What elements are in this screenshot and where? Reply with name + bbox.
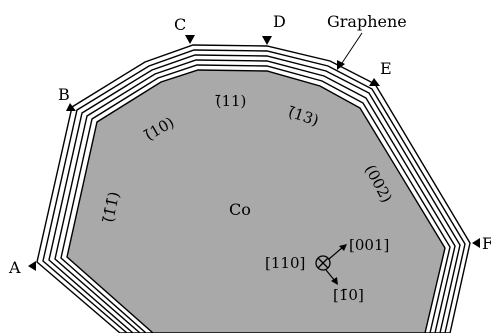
- direction-up-head-icon: [339, 244, 347, 251]
- label-e: E: [380, 59, 392, 78]
- into-page-icon: [315, 255, 331, 271]
- marker-c-icon: [185, 35, 195, 44]
- marker-f-icon: [472, 238, 480, 248]
- label-c: C: [174, 15, 186, 34]
- marker-e-icon: [369, 78, 380, 86]
- label-a: A: [8, 258, 21, 277]
- marker-d-icon: [262, 36, 272, 45]
- graphene-pointer-head-icon: [337, 60, 345, 70]
- graphene-pointer: [339, 32, 363, 67]
- label-f: F: [482, 234, 491, 253]
- facet-label-3: (̄11): [215, 92, 246, 110]
- corner-markers: [28, 35, 480, 271]
- marker-a-icon: [28, 261, 36, 271]
- marker-b-icon: [66, 103, 76, 111]
- core-label: Co: [229, 200, 251, 219]
- direction-into-page-label: [110]: [265, 254, 305, 272]
- direction-up-arrow: [328, 246, 344, 260]
- into-page-cross-b: [317, 257, 329, 269]
- label-b: B: [58, 85, 70, 104]
- orientation-indicator: [315, 244, 347, 285]
- direction-down-arrow: [325, 269, 336, 282]
- label-d: D: [273, 12, 286, 31]
- graphene-label: Graphene: [327, 12, 407, 31]
- direction-up-label: [001]: [349, 236, 389, 254]
- direction-down-label: [1̄0]: [333, 286, 364, 304]
- cobalt-core: [66, 69, 446, 333]
- direction-down-head-icon: [331, 277, 338, 285]
